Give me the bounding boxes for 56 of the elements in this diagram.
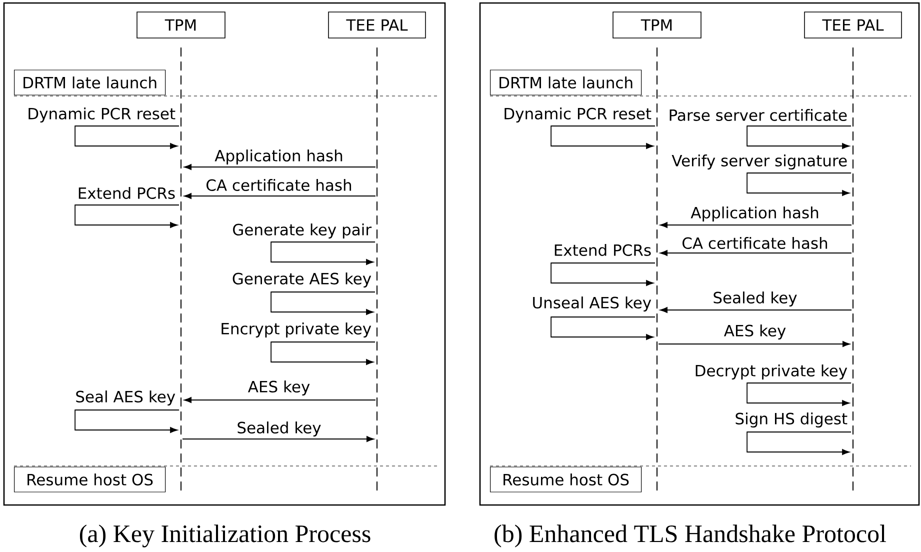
participant-box: TEE PAL bbox=[328, 12, 426, 38]
message-arrow bbox=[658, 341, 850, 347]
message-label: Application hash bbox=[214, 148, 344, 166]
message-arrow bbox=[660, 222, 852, 228]
message-label: Sealed key bbox=[712, 290, 798, 308]
step-label: Dynamic PCR reset bbox=[504, 108, 652, 122]
step-label: Extend PCRs bbox=[78, 187, 175, 199]
self-arrow bbox=[74, 126, 180, 149]
phase-box: DRTM late launch bbox=[490, 70, 642, 96]
phase-box: Resume host OS bbox=[490, 466, 642, 492]
panel-label: (b) Enhanced TLS Handshake Protocol bbox=[494, 524, 886, 548]
lifeline bbox=[656, 47, 658, 492]
step-label: Seal AES key bbox=[76, 390, 176, 406]
step-label: Sign HS digest bbox=[736, 412, 848, 428]
lifeline bbox=[180, 47, 182, 492]
step-label: Extend PCRs bbox=[554, 244, 651, 256]
step-label: Generate key pair bbox=[233, 224, 372, 238]
step-label: Verify server signature bbox=[672, 154, 847, 170]
message-label: AES key bbox=[246, 380, 312, 396]
phase-box: DRTM late launch bbox=[14, 70, 166, 96]
step-label: Unseal AES key bbox=[533, 296, 652, 312]
message-label: AES key bbox=[722, 324, 788, 340]
self-arrow bbox=[270, 342, 376, 365]
message-arrow bbox=[184, 193, 376, 199]
message-arrow bbox=[182, 436, 374, 442]
message-label: Sealed key bbox=[236, 420, 322, 438]
self-arrow bbox=[550, 316, 656, 340]
self-arrow bbox=[270, 292, 376, 315]
participant-box: TPM bbox=[136, 12, 226, 38]
self-arrow bbox=[74, 204, 180, 228]
panel-label: (a) Key Initialization Process bbox=[80, 524, 370, 548]
self-arrow bbox=[270, 242, 376, 265]
message-arrow bbox=[660, 250, 852, 256]
message-label: CA certificate hash bbox=[680, 236, 830, 250]
participant-box: TEE PAL bbox=[804, 12, 902, 38]
message-arrow bbox=[184, 164, 376, 170]
step-label: Encrypt private key bbox=[222, 322, 372, 338]
message-arrow bbox=[184, 397, 376, 403]
self-arrow bbox=[746, 126, 852, 149]
step-label: Decrypt private key bbox=[696, 364, 848, 380]
step-label: Parse server certificate bbox=[670, 109, 847, 121]
self-arrow bbox=[550, 126, 656, 149]
step-label: Generate AES key bbox=[232, 272, 372, 288]
participant-box: TPM bbox=[612, 12, 702, 38]
self-arrow bbox=[550, 262, 656, 286]
step-label: Dynamic PCR reset bbox=[28, 108, 176, 122]
phase-box: Resume host OS bbox=[14, 466, 166, 492]
self-arrow bbox=[746, 172, 852, 196]
message-arrow bbox=[660, 307, 852, 313]
self-arrow bbox=[74, 410, 180, 433]
message-label: Application hash bbox=[690, 206, 820, 222]
self-arrow bbox=[746, 382, 852, 406]
lifeline bbox=[852, 47, 854, 492]
lifeline bbox=[376, 47, 378, 492]
self-arrow bbox=[746, 432, 852, 455]
message-label: CA certificate hash bbox=[204, 178, 354, 192]
